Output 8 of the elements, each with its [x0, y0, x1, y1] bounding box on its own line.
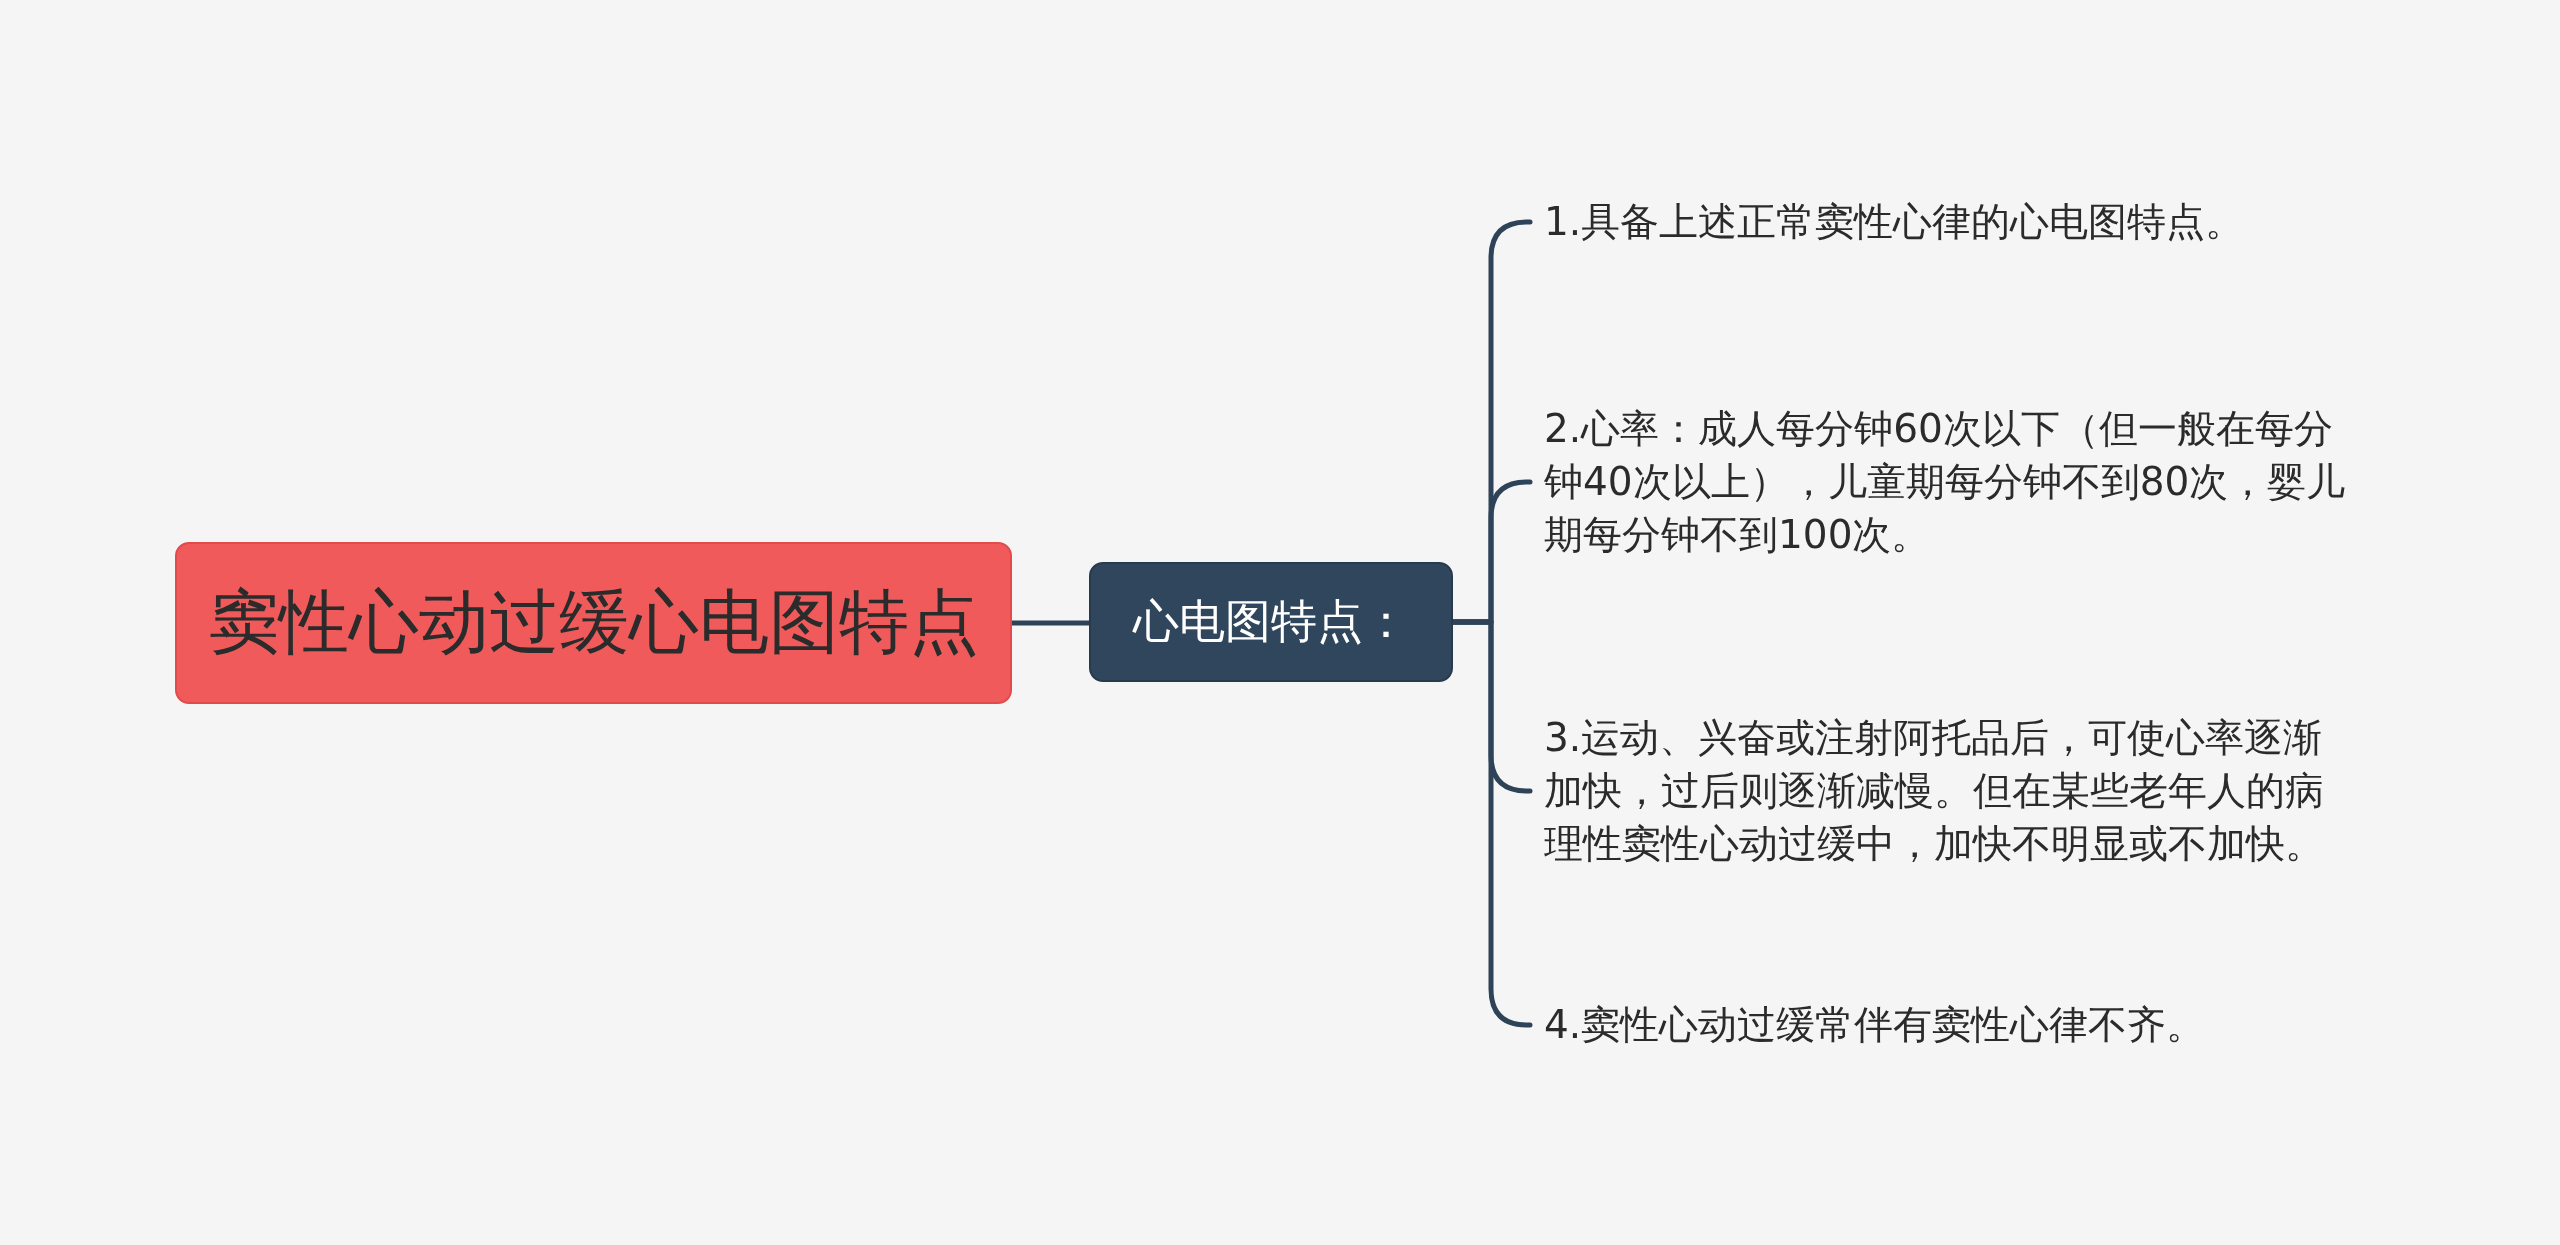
branch-text: 2.心率：成人每分钟60次以下（但一般在每分钟40次以上），儿童期每分钟不到80次，婴儿期每分钟不到100次。: [1530, 402, 2360, 562]
subtopic-box: [1089, 562, 1453, 682]
branch-text: 4.窦性心动过缓常伴有窦性心律不齐。: [1530, 998, 2360, 1052]
branch-text: 1.具备上述正常窦性心律的心电图特点。: [1530, 195, 2360, 249]
branch-text: 3.运动、兴奋或注射阿托品后，可使心率逐渐加快，过后则逐渐减慢。但在某些老年人的病理性窦性心动过缓中，加快不明显或不加快。: [1530, 711, 2360, 871]
central-topic-box: [175, 542, 1012, 704]
central-topic-title: 窦性心动过缓心电图特点: [208, 580, 979, 665]
subtopic-title: 心电图特点：: [1133, 593, 1409, 650]
